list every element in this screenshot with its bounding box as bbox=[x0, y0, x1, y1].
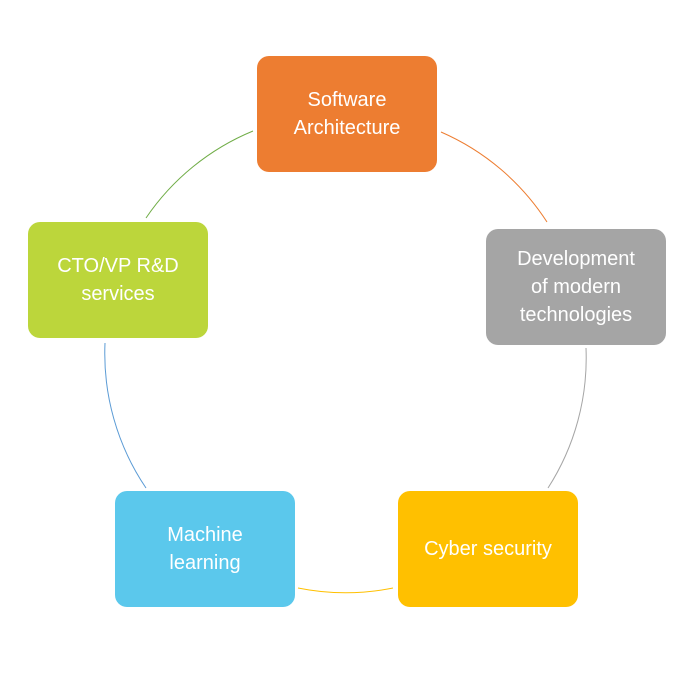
connector-cto-to-software bbox=[145, 130, 254, 219]
node-label: Cyber security bbox=[424, 538, 552, 560]
node-label: Machine learning bbox=[167, 524, 243, 574]
node-label: CTO/VP R&D services bbox=[57, 255, 179, 305]
node-machine-learning: Machine learning bbox=[115, 491, 295, 607]
connector-machine-learning-to-cto bbox=[104, 342, 147, 489]
node-development-of-modern-technologies: Development of modern technologies bbox=[486, 229, 666, 345]
node-label: Development of modern technologies bbox=[517, 248, 635, 326]
node-cyber-security: Cyber security bbox=[398, 491, 578, 607]
node-cto-vp-services: CTO/VP R&D services bbox=[28, 222, 208, 338]
connector-cyber-to-machine-learning bbox=[297, 587, 394, 594]
connector-software-to-development bbox=[440, 131, 548, 223]
node-label: Software Architecture bbox=[293, 89, 401, 139]
connector-development-to-cyber bbox=[547, 347, 587, 489]
node-software-architecture: Software Architecture bbox=[257, 56, 437, 172]
